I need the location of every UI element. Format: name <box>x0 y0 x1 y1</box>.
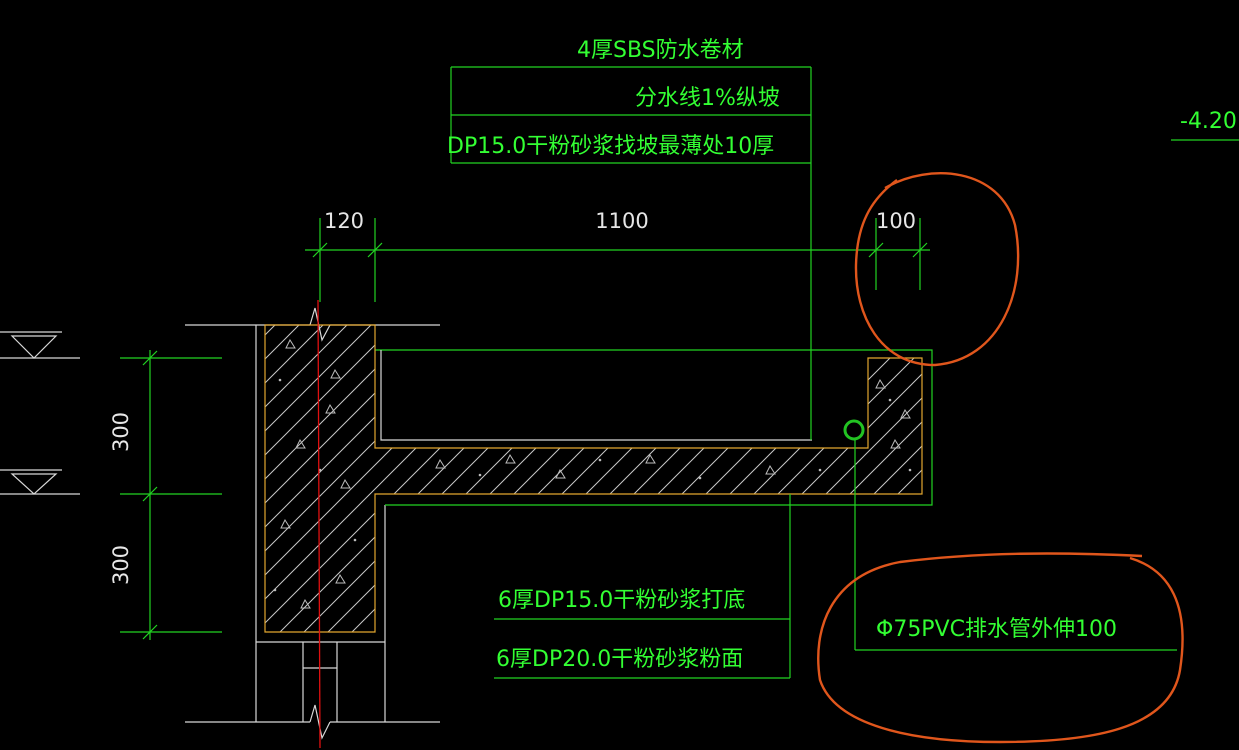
drain-pipe-icon <box>843 419 865 441</box>
label-screed: DP15.0干粉砂浆找坡最薄处10厚 <box>447 134 774 159</box>
label-base-coat: 6厚DP15.0干粉砂浆打底 <box>498 588 745 613</box>
concrete-section <box>264 324 923 633</box>
gutter-inner-line <box>380 350 812 441</box>
label-finish-coat: 6厚DP20.0干粉砂浆粉面 <box>496 647 743 672</box>
dim-wall-width: 120 <box>324 209 364 233</box>
level-marker-upper <box>0 331 80 359</box>
vertical-dimension <box>120 350 222 640</box>
dim-height-upper: 300 <box>109 412 133 452</box>
dim-edge-width: 100 <box>876 209 916 233</box>
markup-circle-top <box>854 172 1020 367</box>
horizontal-dimension <box>305 218 930 302</box>
dim-height-lower: 300 <box>109 545 133 585</box>
dim-gutter-width: 1100 <box>595 209 648 233</box>
label-sbs: 4厚SBS防水卷材 <box>577 38 744 63</box>
markup-circle-bottom <box>817 552 1184 744</box>
axis-line <box>317 299 321 749</box>
pipe-leader <box>854 440 1177 651</box>
elevation-label: -4.20 <box>1180 109 1237 134</box>
label-pipe: Φ75PVC排水管外伸100 <box>876 617 1117 642</box>
bottom-leader <box>494 494 791 679</box>
level-marker-lower <box>0 469 80 495</box>
label-slope: 分水线1%纵坡 <box>635 86 780 111</box>
top-leader <box>450 66 812 440</box>
plaster-layer <box>375 349 933 506</box>
